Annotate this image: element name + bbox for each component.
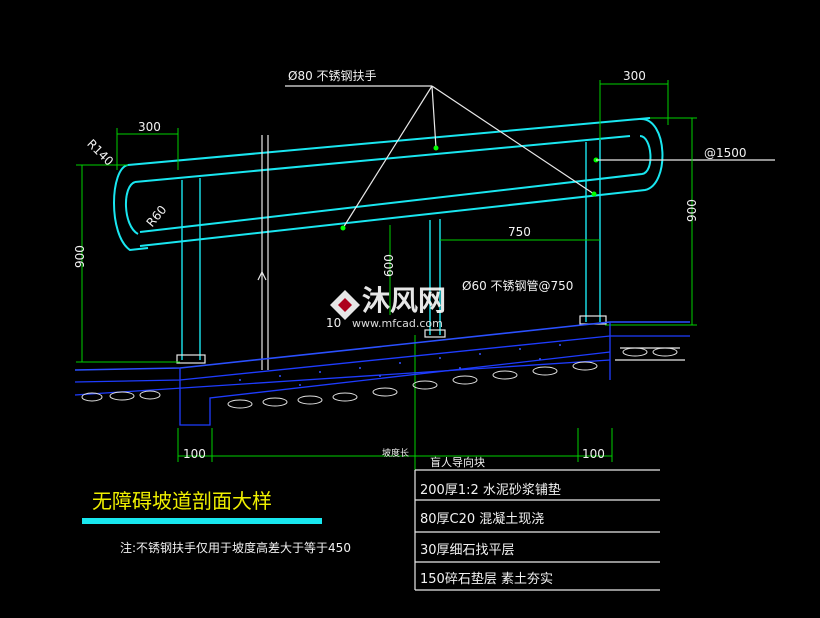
blind-road-label: 盲人导向块 xyxy=(430,455,485,469)
dim-900-left: 900 xyxy=(73,245,87,268)
slope-length-label: 坡度长 xyxy=(382,447,409,459)
dim-10: 10 xyxy=(326,316,341,330)
dim-100-left: 100 xyxy=(183,447,206,461)
dim-900-right: 900 xyxy=(685,199,699,222)
ramp-slab xyxy=(74,321,690,426)
dim-300-left: 300 xyxy=(138,120,161,134)
handrail-80-label: Ø80 不锈钢扶手 xyxy=(288,68,377,83)
layer-table xyxy=(414,469,660,591)
watermark: 沐风网 www.mfcad.com xyxy=(330,284,446,330)
title-underline xyxy=(82,518,322,524)
dimension-lines xyxy=(76,80,697,470)
layer-1: 200厚1:2 水泥砂浆铺垫 xyxy=(420,482,561,498)
dim-600: 600 xyxy=(382,254,396,277)
drawing-title: 无障碍坡道剖面大样 xyxy=(92,489,272,513)
watermark-name: 沐风网 xyxy=(362,284,446,317)
watermark-logo-icon xyxy=(330,290,360,320)
railpipe-60-label: Ø60 不锈钢管@750 xyxy=(462,278,573,293)
radius-140-label: R140 xyxy=(84,137,116,169)
radius-60-label: R60 xyxy=(144,203,170,230)
labels: Ø80 不锈钢扶手 Ø60 不锈钢管@750 300 300 R140 R60 … xyxy=(73,68,747,587)
leader-lines xyxy=(285,85,775,231)
handrail xyxy=(113,117,664,370)
spacing-1500-label: @1500 xyxy=(704,146,747,160)
watermark-url: www.mfcad.com xyxy=(352,317,443,330)
drawing-note: 注:不锈钢扶手仅用于坡度高差大于等于450 xyxy=(120,540,351,555)
layer-4: 150碎石垫层 素土夯实 xyxy=(420,571,553,587)
dim-100-right: 100 xyxy=(582,447,605,461)
layer-2: 80厚C20 混凝土现浇 xyxy=(420,511,544,527)
dim-300-right: 300 xyxy=(623,69,646,83)
layer-3: 30厚细石找平层 xyxy=(420,543,515,558)
dim-750: 750 xyxy=(508,225,531,239)
